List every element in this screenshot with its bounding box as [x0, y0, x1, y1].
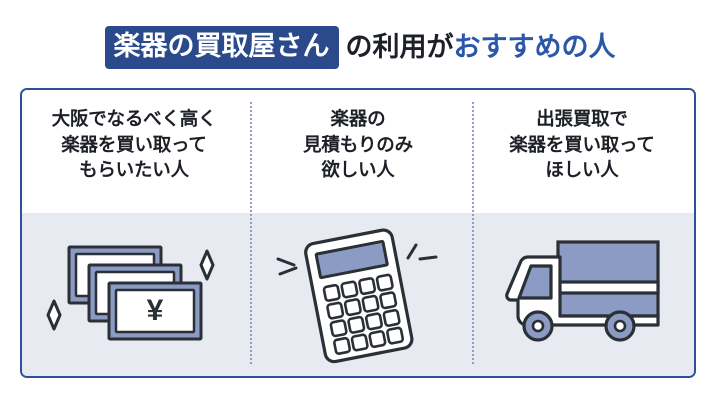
- truck-wheel: [521, 309, 554, 342]
- column-divider-1: [250, 102, 252, 364]
- title-accent-text: おすすめの人: [453, 31, 616, 62]
- column-heading: 出張買取で 楽器を買い取って ほしい人: [509, 106, 655, 183]
- title-badge-service-name: 楽器の買取屋さん: [104, 25, 339, 69]
- motion-lines-icon: [276, 243, 438, 276]
- heading-line: ほしい人: [545, 159, 619, 181]
- page-title: 楽器の買取屋さん の利用が おすすめの人: [0, 22, 720, 72]
- column-illustration: [246, 213, 470, 376]
- sparkle-icon: [46, 299, 62, 330]
- title-plain-text: の利用が: [345, 31, 454, 62]
- column-heading: 大阪でなるべく高く 楽器を買い取って もらいたい人: [52, 106, 217, 183]
- calculator-icon: [276, 228, 438, 364]
- money-bills-icon: ¥: [46, 245, 215, 340]
- heading-line: 大阪でなるべく高く: [51, 108, 217, 129]
- heading-line: 欲しい人: [321, 159, 395, 181]
- column-list: 大阪でなるべく高く 楽器を買い取って もらいたい人 ¥: [22, 90, 694, 376]
- heading-line: 出張買取で: [536, 108, 628, 129]
- sparkle-icon: [199, 249, 215, 280]
- column-illustration: ¥: [22, 213, 246, 376]
- heading-line: 楽器を買い取って: [509, 133, 655, 155]
- heading-line: 楽器を買い取って: [61, 133, 207, 155]
- delivery-truck-icon: [504, 239, 660, 342]
- heading-line: 楽器の: [330, 108, 386, 129]
- column-divider-2: [472, 102, 474, 364]
- truck-wheel: [603, 309, 636, 342]
- heading-line: 見積もりのみ: [303, 133, 413, 155]
- column-quote-only: 楽器の 見積もりのみ 欲しい人: [246, 90, 470, 376]
- column-highest-price: 大阪でなるべく高く 楽器を買い取って もらいたい人 ¥: [22, 90, 246, 376]
- column-heading: 楽器の 見積もりのみ 欲しい人: [303, 106, 413, 183]
- column-illustration: [470, 213, 694, 376]
- column-onsite-pickup: 出張買取で 楽器を買い取って ほしい人: [470, 90, 694, 376]
- heading-line: もらいたい人: [79, 159, 189, 181]
- recommendation-card: 大阪でなるべく高く 楽器を買い取って もらいたい人 ¥: [20, 88, 696, 378]
- card-top-panel: [22, 90, 694, 213]
- yen-symbol: ¥: [147, 294, 164, 327]
